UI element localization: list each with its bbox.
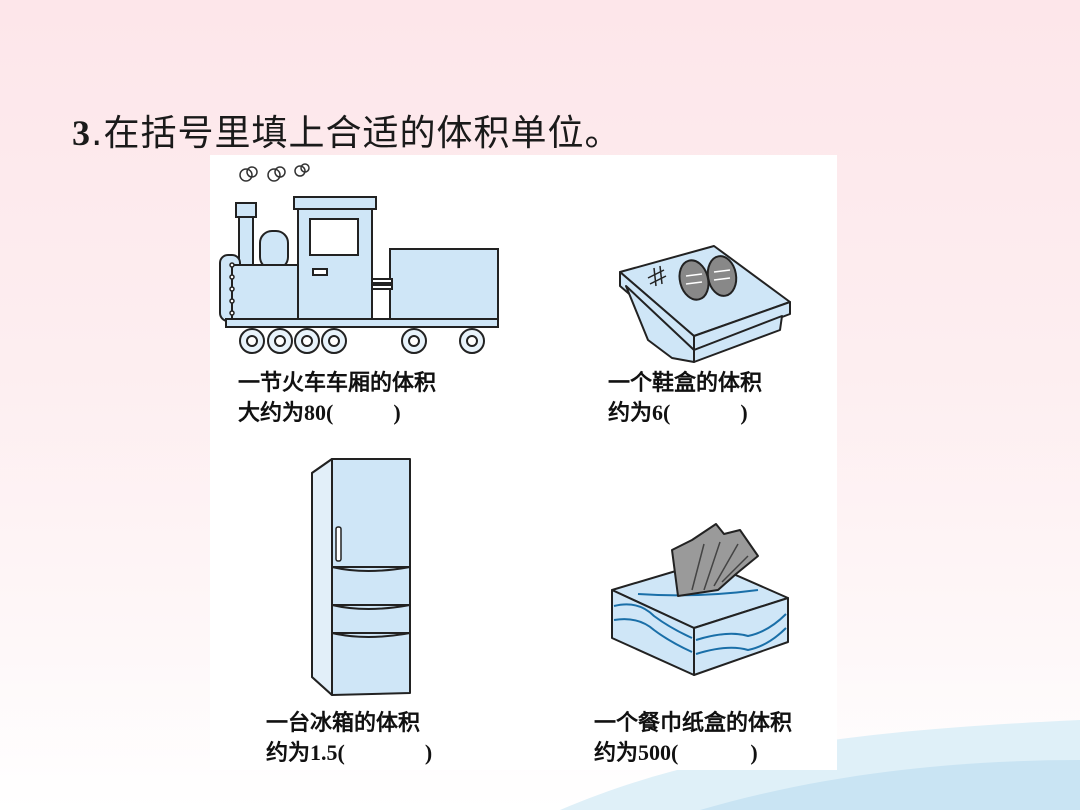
train-icon [219,163,499,354]
caption-line1: 一个鞋盒的体积 [608,370,763,395]
caption-line2: 约为1.5() [266,740,433,765]
illustration-panel: 一节火车车厢的体积 大约为80() 一个鞋盒的体积 约为6() 一台冰箱的体积 … [210,155,837,770]
caption-tissue-box: 一个餐巾纸盒的体积 约为500() [594,708,792,768]
fridge-icon [311,458,411,696]
caption-shoebox: 一个鞋盒的体积 约为6() [608,368,762,428]
shoebox-icon [619,245,791,363]
caption-fridge: 一台冰箱的体积 约为1.5() [266,708,432,768]
caption-line2: 约为6() [608,400,748,425]
caption-train: 一节火车车厢的体积 大约为80() [238,368,436,428]
caption-line2: 大约为80() [238,400,401,425]
question-title: 3.在括号里填上合适的体积单位。 [72,104,621,156]
question-number: 3 [72,113,91,153]
tissue-box-icon [611,523,789,676]
question-text: .在括号里填上合适的体积单位。 [91,113,622,154]
caption-line1: 一节火车车厢的体积 [238,370,437,395]
caption-line1: 一台冰箱的体积 [266,710,421,735]
caption-line1: 一个餐巾纸盒的体积 [594,710,793,735]
caption-line2: 约为500() [594,740,758,765]
fridge-handle-icon [335,526,342,562]
